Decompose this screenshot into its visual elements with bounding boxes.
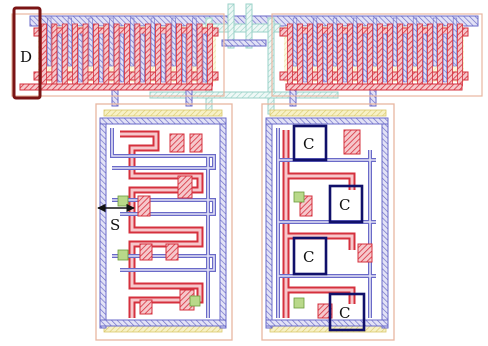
right-metal-strap (322, 33, 328, 83)
left-metal-strap (67, 17, 72, 67)
bottom-left-block (95, 103, 233, 341)
right-gate-finger (327, 23, 333, 87)
right-gate-finger (287, 23, 293, 87)
right-gate-finger (357, 23, 363, 87)
right-gate-finger (427, 23, 433, 87)
left-gate-finger (72, 23, 78, 87)
right-gate-finger (387, 23, 393, 87)
right-metal-strap (362, 33, 368, 83)
left-metal-strap (182, 33, 187, 83)
right-finger-array (271, 13, 483, 97)
right-metal-strap (422, 33, 428, 83)
c-box-2: C (328, 184, 364, 224)
c-box-1: C (292, 124, 328, 162)
left-finger-array (11, 13, 225, 97)
right-gate-finger (347, 23, 353, 87)
left-gate-finger (196, 23, 203, 87)
right-metal-strap (342, 33, 348, 83)
right-metal-strap (372, 17, 378, 67)
bottom-right-block (261, 103, 395, 341)
left-metal-strap (171, 17, 176, 67)
right-gate-finger (397, 23, 403, 87)
right-metal-strap (332, 17, 338, 67)
right-gate-finger (377, 23, 383, 87)
left-metal-strap (88, 17, 93, 67)
right-gate-finger (457, 23, 463, 87)
right-metal-strap (312, 17, 318, 67)
left-gate-finger (186, 23, 193, 87)
right-gate-finger (407, 23, 413, 87)
d-highlight-box (12, 6, 42, 100)
c-label-4: C (339, 304, 350, 322)
s-dimension: S (97, 203, 135, 234)
right-metal-strap (432, 17, 438, 67)
right-metal-strap (452, 17, 458, 67)
right-metal-strap (392, 17, 398, 67)
d-label: D (20, 48, 32, 66)
left-gate-finger (207, 23, 213, 87)
c-box-3: C (292, 236, 328, 276)
c-box-4: C (328, 292, 366, 332)
left-metal-strap (192, 17, 197, 67)
c-label-2: C (339, 196, 350, 214)
right-gate-finger (447, 23, 453, 87)
left-metal-strap (130, 17, 135, 67)
right-metal-strap (382, 33, 388, 83)
right-metal-strap (402, 33, 408, 83)
left-gate-finger (134, 23, 141, 87)
right-gate-finger (417, 23, 423, 87)
left-gate-finger (82, 23, 89, 87)
s-label: S (110, 216, 120, 234)
left-metal-strap (202, 33, 207, 83)
right-gate-finger (297, 23, 303, 87)
right-metal-strap (292, 17, 298, 67)
left-gate-finger (103, 23, 110, 87)
right-metal-strap (302, 33, 308, 83)
left-gate-finger (93, 23, 99, 87)
left-gate-finger (124, 23, 130, 87)
left-gate-finger (175, 23, 182, 87)
right-gate-finger (317, 23, 323, 87)
left-gate-finger (113, 23, 120, 87)
left-metal-strap (47, 17, 52, 67)
left-gate-finger (155, 23, 162, 87)
left-metal-strap (119, 33, 124, 83)
right-gate-finger (437, 23, 443, 87)
left-metal-strap (109, 17, 114, 67)
right-gate-finger (307, 23, 313, 87)
left-metal-strap (140, 33, 145, 83)
right-gate-finger (337, 23, 343, 87)
right-metal-strap (352, 17, 358, 67)
right-metal-strap (412, 17, 418, 67)
right-gate-finger (367, 23, 373, 87)
left-gate-finger (165, 23, 172, 87)
left-metal-strap (78, 33, 83, 83)
left-metal-strap (150, 17, 156, 67)
left-metal-strap (161, 33, 166, 83)
left-metal-strap (57, 33, 62, 83)
left-gate-finger (51, 23, 58, 87)
left-gate-finger (41, 23, 47, 87)
c-label-1: C (303, 135, 314, 153)
left-gate-finger (61, 23, 68, 87)
left-metal-strap (99, 33, 104, 83)
c-label-3: C (303, 248, 314, 266)
right-metal-strap (442, 33, 448, 83)
left-gate-finger (144, 23, 151, 87)
